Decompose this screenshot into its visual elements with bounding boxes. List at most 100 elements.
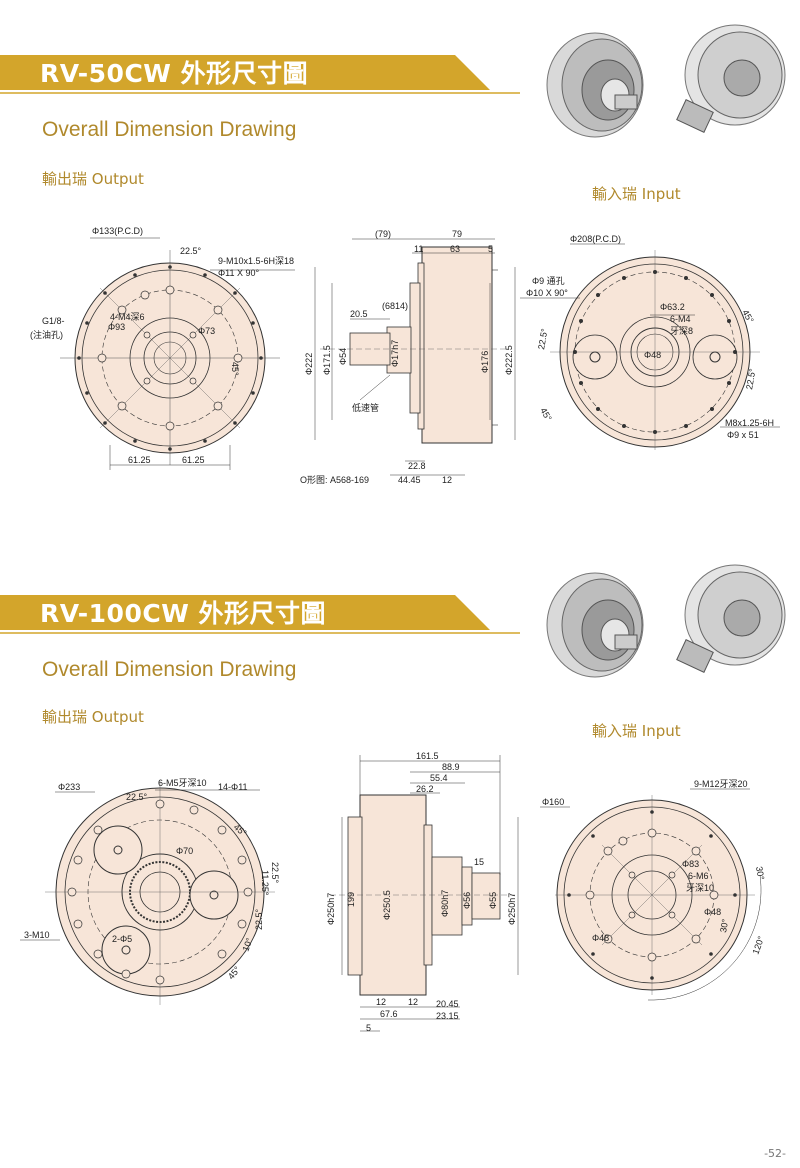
reducer-photo-front [546,32,644,138]
section1-side-view: (79) 79 11 63 5 20.5 (6814) Φ222 Φ171.5 … [300,229,516,485]
dim-hole: Φ11 X 90° [218,268,260,278]
dim-left: 61.25 [128,455,151,465]
s2-554: 55.4 [430,773,448,783]
dim-angle1: 22.5° [180,246,202,256]
o2-a225b: 22.5° [270,862,280,884]
section1-subtitle: Overall Dimension Drawing [42,118,297,141]
s2-56: Φ56 [462,892,472,909]
banner-shape [0,55,520,94]
in-depth: 牙深8 [670,326,693,336]
reducer-photo-front [546,572,644,678]
reducer-photo-back [676,24,786,133]
dim-54: Φ54 [338,348,348,365]
dim-1715: Φ171.5 [322,345,332,375]
in-d9: Φ9 x 51 [727,430,759,440]
dim-11: 11 [414,244,423,254]
side-body [314,238,516,476]
in2-m12: 9-M12牙深20 [694,779,748,789]
in-d48: Φ48 [644,350,661,360]
dim-oring: O形图: A568-169 [300,474,369,485]
in2-d48b: Φ48 [592,933,609,943]
dim-m4: 4-M4深6 [110,312,145,322]
in-m8: M8x1.25-6H [725,418,774,428]
o2-a10: 10° [240,936,254,953]
in2-d83: Φ83 [682,859,699,869]
o2-p5: 2-Φ5 [112,934,132,944]
dim-right: 61.25 [182,455,205,465]
o2-a225c: 22.5° [254,908,264,930]
output-flange [20,780,275,1005]
section2-input-view: Φ160 9-M12牙深20 Φ83 6-M6 牙深10 Φ48 Φ48 30°… [540,779,766,1001]
s2-5: 5 [366,1023,371,1033]
section2-side-view: 161.5 88.9 55.4 26.2 15 Φ250h7 199 Φ250.… [326,751,519,1033]
in2-depth: 牙深10 [686,883,714,893]
dim-222: Φ222 [304,353,314,375]
section1-title: RV-50CW 外形尺寸圖 [40,59,309,88]
s2-80: Φ80h7 [440,890,450,917]
side-body [330,755,519,1032]
s2-12b: 12 [408,997,418,1007]
in-c10: Φ10 X 90° [526,288,568,298]
s2-889: 88.9 [442,762,460,772]
s2-250h7b: Φ250h7 [507,893,517,925]
dim-d73: Φ73 [198,326,215,336]
reducer-photo-back [676,564,786,673]
s2-12a: 12 [376,997,386,1007]
in2-m6: 6-M6 [688,871,709,881]
dim-oil: G1/8- [42,316,65,326]
s2-199: 199 [346,892,356,907]
page-number: -52- [764,1147,786,1160]
section2-output-label: 輸出瑞 Output [42,708,144,726]
section1-input-label: 輸入瑞 Input [592,185,681,203]
o2-m5: 6-M5牙深10 [158,778,207,788]
section2-input-label: 輸入瑞 Input [592,722,681,740]
dim-79: 79 [452,229,462,239]
section1-output-label: 輸出瑞 Output [42,170,144,188]
dim-176: Φ176 [480,351,490,373]
o2-h14: 14-Φ11 [218,782,248,792]
o2-a225: 22.5° [126,792,148,802]
dim-oil2: (注油孔) [30,329,63,340]
in-pcd: Φ208(P.C.D) [570,234,621,244]
dim-5: 5 [488,244,493,254]
dim-228: 22.8 [408,461,426,471]
dim-tap: 9-M10x1.5-6H深18 [218,256,294,266]
s2-2315: 23.15 [436,1011,459,1021]
in2-d160: Φ160 [542,797,564,807]
in-m4: 6-M4 [670,314,691,324]
in-d632: Φ63.2 [660,302,685,312]
section2-output-view: Φ233 22.5° 6-M5牙深10 14-Φ11 45° Φ70 22.5°… [20,778,280,1005]
input-flange [540,788,762,1001]
dim-pcd: Φ133(P.C.D) [92,226,143,236]
section1-banner: RV-50CW 外形尺寸圖 [0,50,520,94]
section2-title: RV-100CW 外形尺寸圖 [40,599,326,628]
dim-205: 20.5 [350,309,368,319]
in2-a120: 120° [750,934,766,955]
dim-63: 63 [450,244,460,254]
input-flange [520,243,780,450]
o2-d1125: 11.25° [260,870,270,896]
dim-79a: (79) [375,229,391,239]
section1-output-view: Φ133(P.C.D) 22.5° 9-M10x1.5-6H深18 Φ11 X … [30,226,295,470]
dim-angle45: 45° [230,362,240,376]
section1-input-view: Φ208(P.C.D) Φ9 通孔 Φ10 X 90° Φ63.2 6-M4 牙… [520,234,780,450]
o2-m10: 3-M10 [24,930,50,940]
s2-2045: 20.45 [436,999,459,1009]
s2-55: Φ55 [488,892,498,909]
in-a225b: 22.5° [744,367,758,390]
dim-4445: 44.45 [398,475,421,485]
in2-a30a: 30° [754,866,766,882]
in-a45b: 45° [538,406,554,423]
s2-1615: 161.5 [416,751,439,761]
in2-a30b: 30° [718,918,730,934]
section1-product-photo [546,24,786,138]
dim-6814: (6814) [382,301,408,311]
output-flange [60,237,295,470]
in-a225a: 22.5° [536,327,550,350]
o2-d70: Φ70 [176,846,193,856]
section2-subtitle: Overall Dimension Drawing [42,658,297,681]
dim-17: Φ17h7 [390,340,400,367]
in2-d48a: Φ48 [704,907,721,917]
section2-product-photo [546,564,786,678]
s2-250h7: Φ250h7 [326,893,336,925]
